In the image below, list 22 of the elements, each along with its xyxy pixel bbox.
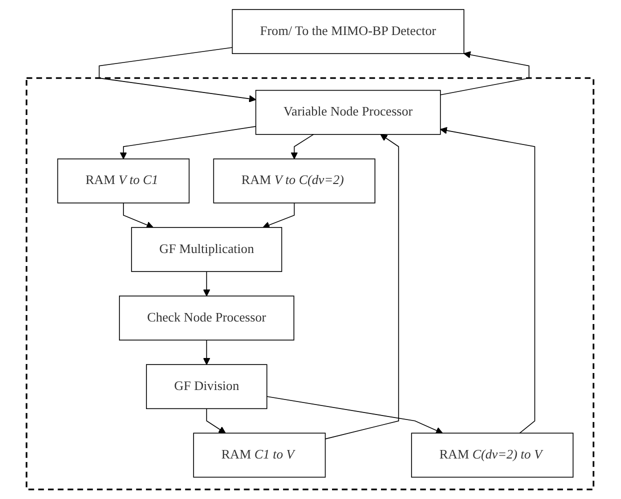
- arrow: [266, 396, 444, 434]
- arrow: [206, 408, 226, 434]
- arrow: [440, 126, 536, 434]
- arrow: [99, 47, 257, 102]
- arrow: [325, 134, 400, 440]
- node-box: Variable Node Processor: [256, 90, 442, 135]
- node-box: RAM C(dv=2) to V: [412, 432, 574, 478]
- arrow: [120, 126, 257, 160]
- node-box: Check Node Processor: [119, 296, 295, 340]
- cluster: [26, 77, 595, 490]
- node-box: GF Division: [146, 364, 268, 410]
- arrow: [124, 202, 154, 228]
- arrow: [291, 134, 314, 160]
- node-box: RAM C1 to V: [194, 432, 326, 478]
- node-box: GF Multiplication: [132, 227, 283, 272]
- node-box: RAM V to C(dv=2): [214, 158, 376, 204]
- arrow: [204, 271, 211, 296]
- arrow: [440, 51, 530, 96]
- node-box: From/ To the MIMO-BP Detector: [232, 9, 465, 54]
- arrow: [263, 202, 296, 228]
- arrow: [204, 340, 211, 365]
- node-box: RAM V to C1: [58, 158, 190, 204]
